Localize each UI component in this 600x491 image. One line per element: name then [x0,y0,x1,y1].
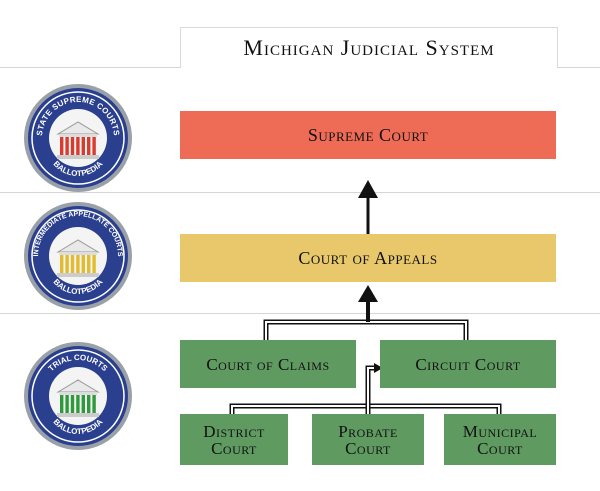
district-court-label-line1: District [203,421,265,441]
seal-column [65,395,69,413]
arrowhead-supreme-icon [358,180,378,198]
state-supreme-courts-seal: STATE SUPREME COURTS BALLOTPEDIA [24,84,132,192]
seal-column [81,395,85,413]
probate-court-label-line1: Probate [338,421,398,441]
circuit-court-box: Circuit Court [380,340,556,388]
municipal-court-box: Municipal Court [444,414,556,465]
district-court-label-line2: Court [211,438,257,458]
trial-courts-seal: TRIAL COURTS BALLOTPEDIA [24,342,132,450]
seal-column [65,137,69,155]
courthouse-icon [56,239,100,277]
seal-column [76,395,80,413]
probate-court-box: Probate Court [312,414,424,465]
tier-separator-bottom [0,313,600,314]
supreme-court-box: Supreme Court [180,111,556,159]
seal-column [60,395,64,413]
probate-court-label-line2: Court [345,438,391,458]
court-of-claims-box: Court of Claims [180,340,356,388]
seal-column [60,137,64,155]
seal-column [81,255,85,273]
seal-column [65,255,69,273]
seal-column [92,255,96,273]
court-of-appeals-box: Court of Appeals [180,234,556,282]
municipal-court-label-line2: Court [477,438,523,458]
district-court-box: District Court [180,414,288,465]
seal-column [87,255,91,273]
seal-column [76,137,80,155]
seal-column [81,137,85,155]
seal-column [92,395,96,413]
tier-separator-middle [0,192,600,193]
arrowhead-circuit-icon [374,363,383,373]
page-title: Michigan Judicial System [180,27,558,68]
courthouse-icon [56,121,100,159]
seal-column [70,255,75,273]
intermediate-appellate-courts-seal: INTERMEDIATE APPELLATE COURTS BALLOTPEDI… [24,202,132,310]
seal-column [70,395,75,413]
seal-column [60,255,64,273]
connector-claims-circuit [263,319,469,340]
seal-column [92,137,96,155]
seal-column [70,137,75,155]
courthouse-icon [56,379,100,417]
municipal-court-label-line1: Municipal [462,421,538,441]
arrowhead-appeals-icon [358,285,378,302]
seal-column [87,395,91,413]
seal-column [87,137,91,155]
seal-column [76,255,80,273]
